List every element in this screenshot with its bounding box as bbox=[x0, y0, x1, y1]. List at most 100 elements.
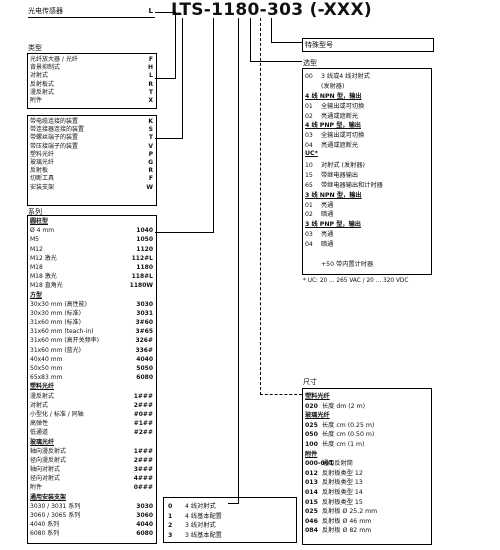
size-row-text: 通用反射筒 bbox=[322, 460, 353, 468]
option-row: 4 线 NPN 型，输出 bbox=[305, 91, 429, 101]
series-row-label: M18 激光 bbox=[30, 273, 57, 281]
connection-row-code: S bbox=[148, 126, 153, 134]
size-row-text: 反射板类型 14 bbox=[322, 488, 363, 496]
option-row-text: 全输出或可切换 bbox=[321, 132, 365, 140]
connector-line bbox=[155, 232, 213, 233]
size-row-text: 反射板类型 13 bbox=[322, 479, 363, 487]
connector-line bbox=[155, 138, 183, 139]
series-row-code: 3#65 bbox=[135, 328, 153, 336]
series-row-label: M18 bbox=[30, 263, 43, 271]
option-row-number: 04 bbox=[305, 241, 313, 249]
series-row-code: #2## bbox=[133, 429, 153, 437]
option-row-text: 全输出或可切换 bbox=[321, 102, 365, 110]
option-row-number: 04 bbox=[305, 142, 313, 150]
connector-line bbox=[182, 18, 183, 139]
option-row-text: 带继电器输出 bbox=[321, 171, 359, 179]
option-row-number: 10 bbox=[305, 162, 313, 170]
series-row-code: 1180W bbox=[129, 282, 153, 290]
connector-line bbox=[250, 61, 302, 62]
series-row-label: 径向对射式 bbox=[30, 475, 61, 483]
connection-row-code: R bbox=[148, 167, 153, 175]
product-group-code: L bbox=[148, 7, 153, 15]
connector-line bbox=[175, 12, 176, 79]
series-row: 通用安装支架 bbox=[30, 493, 153, 502]
size-row-number: 000-001 bbox=[305, 460, 334, 468]
series-row-label: 3030 / 3031 系列 bbox=[30, 502, 81, 510]
series-row-code: 3030 bbox=[136, 502, 153, 510]
series-row-label: 3060 / 3065 系列 bbox=[30, 512, 81, 519]
size-row-number: 100 bbox=[305, 440, 318, 448]
option-row-text: 暗通 bbox=[321, 241, 334, 249]
option-row: 04 暗通 bbox=[305, 239, 429, 249]
size-row: 012 反射板类型 12 bbox=[305, 468, 429, 478]
series-row-code: 326# bbox=[135, 337, 153, 345]
option-row-number: 03 bbox=[305, 231, 313, 239]
series-row-code: 3### bbox=[133, 466, 153, 474]
series-row: 31x60 mm (高开关频率) 326# bbox=[30, 336, 153, 345]
connector-line bbox=[271, 42, 302, 43]
connection-row-label: 带电缆连接的装置 bbox=[30, 118, 79, 125]
connection-row-code: P bbox=[148, 150, 153, 158]
connection-row-code: F bbox=[148, 175, 153, 183]
series-row-code: 2### bbox=[133, 456, 153, 464]
option-row: UC* bbox=[305, 150, 429, 160]
size-row-number: 012 bbox=[305, 469, 318, 477]
type-row-label: 背景抑制式 bbox=[30, 64, 61, 72]
series-row-code: 118#L bbox=[131, 273, 153, 281]
type-row-code: F bbox=[148, 56, 153, 63]
option-row-text: 带继电器输出和计时器 bbox=[321, 181, 383, 189]
size-row: 塑料光纤 bbox=[305, 391, 429, 401]
size-row-heading: 附件 bbox=[305, 450, 318, 458]
type-row-label: 对射式 bbox=[30, 72, 49, 80]
series-row-code: 0### bbox=[133, 484, 153, 492]
option-row-number: 02 bbox=[305, 211, 313, 219]
connector-line bbox=[238, 18, 239, 504]
wiring-row-text: 4 线对射式 bbox=[185, 503, 216, 510]
series-row-label: 31x60 mm (高开关频率) bbox=[30, 337, 100, 345]
option-row-text: +50 带内置计时器 bbox=[321, 260, 374, 268]
option-row-number: 01 bbox=[305, 102, 313, 110]
option-row-number: 02 bbox=[305, 112, 313, 120]
series-row: 玻璃光纤 bbox=[30, 438, 153, 447]
size-row-text: 反射板 Ø 46 mm bbox=[322, 517, 372, 525]
connection-row-label: 带连接器连接的装置 bbox=[30, 126, 85, 134]
series-row-code: 3#60 bbox=[135, 319, 153, 327]
series-row-label: 31x60 mm (标准) bbox=[30, 319, 82, 327]
connector-dashed-line bbox=[260, 394, 302, 395]
size-row-number: 050 bbox=[305, 431, 318, 439]
series-row-label: 通用安装支架 bbox=[30, 493, 67, 501]
size-row-text: 反射板类型 12 bbox=[322, 469, 363, 477]
series-row: 3030 / 3031 系列 3030 bbox=[30, 502, 153, 511]
special-model-box: 特殊型号 bbox=[302, 38, 434, 52]
connector-line bbox=[155, 12, 175, 13]
series-row-label: 附件 bbox=[30, 484, 43, 492]
connection-row-code: T bbox=[148, 134, 153, 142]
series-row-label: 31x60 mm (蓝光) bbox=[30, 346, 82, 354]
option-row-text: 暗通 bbox=[321, 211, 334, 219]
series-row-code: 4040 bbox=[136, 521, 153, 529]
series-row: 30x30 mm (高性能)3030 bbox=[30, 300, 153, 309]
